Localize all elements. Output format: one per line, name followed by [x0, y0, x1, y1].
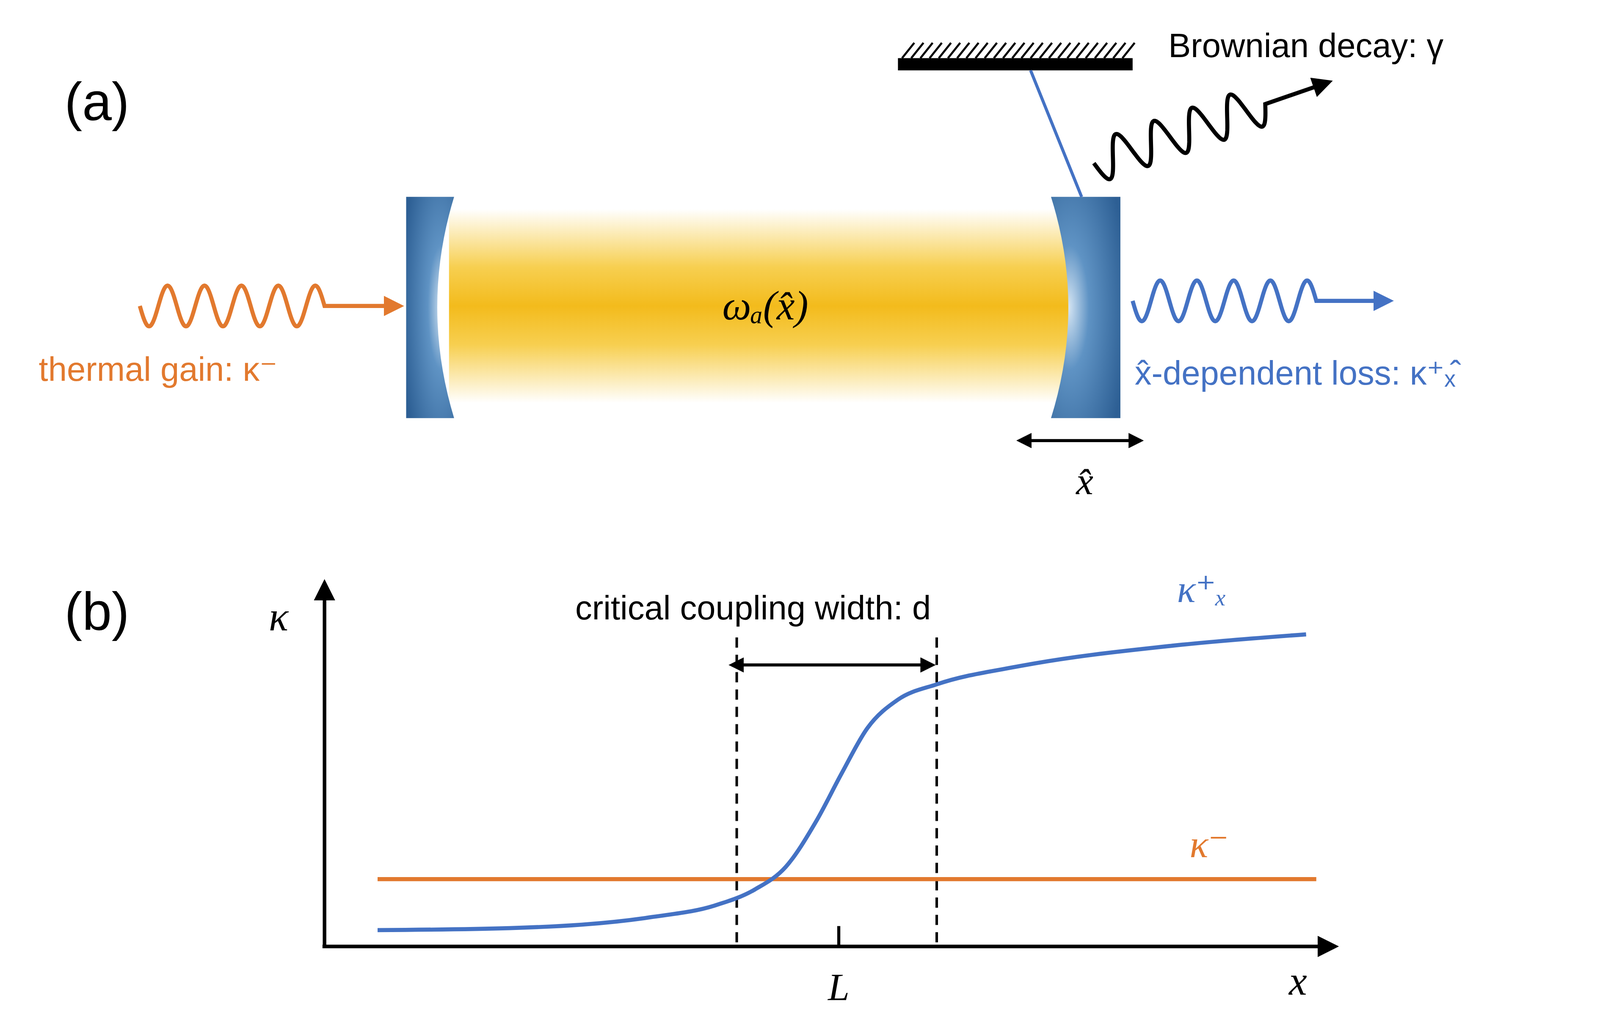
- displacement-arrow: [1028, 439, 1141, 443]
- coordinate-label: x̂: [1075, 459, 1094, 504]
- gain-label: thermal gain: κ⁻: [38, 350, 278, 389]
- axis-tick: [837, 926, 841, 947]
- x-axis: [322, 945, 1335, 949]
- gain-curve: [377, 877, 1317, 882]
- curve-label: κ⁻: [1189, 822, 1229, 867]
- axis-label: κ: [268, 593, 289, 641]
- panel-label: (b): [64, 581, 130, 643]
- loss-curve: [377, 634, 1307, 931]
- mode-frequency: ωₐ(x̂): [722, 282, 809, 330]
- loss-label: x̂-dependent loss: κ⁺ₓ̂: [1134, 354, 1456, 393]
- process-label: Brownian decay: γ: [1168, 26, 1444, 66]
- suspension-wire: [1030, 70, 1082, 197]
- width-label: critical coupling width: d: [575, 588, 931, 628]
- y-axis: [322, 583, 326, 947]
- fixed-support: [897, 42, 1135, 71]
- axis-label: x: [1288, 958, 1308, 1006]
- curve-label: κ⁺ₓ: [1177, 567, 1228, 613]
- tick-label: L: [827, 965, 850, 1010]
- width-arrow: [740, 663, 933, 667]
- cavity-field: [449, 209, 1072, 403]
- panel-label: (a): [64, 71, 130, 133]
- left-mirror: [406, 196, 455, 419]
- right-mirror: [1051, 196, 1121, 419]
